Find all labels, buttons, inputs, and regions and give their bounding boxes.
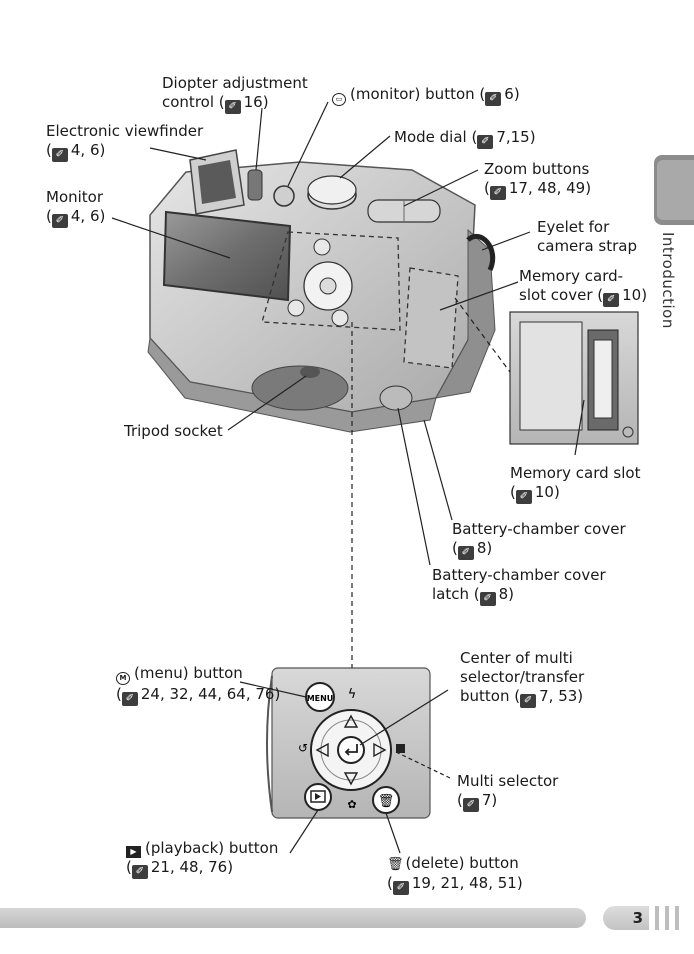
callout-dashes [351,297,511,668]
label-battery-latch: Battery-chamber cover latch (✐8) [432,566,606,606]
reference-page-icon: ✐ [121,692,138,706]
label-mode-dial: Mode dial (✐7,15) [394,128,536,149]
label-eyelet: Eyelet for camera strap [537,218,637,255]
svg-text:MENU: MENU [307,694,334,703]
label-electronic-viewfinder: Electronic viewfinder (✐4, 6) [46,122,204,162]
section-tab-label: Introduction [659,232,677,329]
label-tripod-socket: Tripod socket [124,422,223,440]
label-memory-card-slot: Memory card slot (✐10) [510,464,641,504]
svg-text:✿: ✿ [347,798,356,811]
reference-page-icon: ✐ [462,798,479,812]
svg-text:🗑: 🗑 [378,793,395,809]
leader-lines [111,101,585,854]
label-monitor-button: ▭(monitor) button (✐6) [332,85,520,106]
control-panel-detail: MENU 🗑 ϟ ↺ ✿ [266,667,431,819]
reference-page-icon: ✐ [224,100,241,114]
reference-page-icon: ✐ [457,546,474,560]
svg-text:↺: ↺ [298,741,308,755]
reference-page-icon: ✐ [477,135,494,149]
reference-page-icon: ✐ [603,293,620,307]
section-tab-highlight [657,160,694,220]
memory-card-slot-detail [509,311,639,445]
menu-icon: M [116,672,130,685]
reference-page-icon: ✐ [51,214,68,228]
reference-page-icon: ✐ [392,881,409,895]
label-playback-button: ▶(playback) button (✐21, 48, 76) [126,839,279,879]
trash-icon: 🗑 [387,857,404,872]
playback-icon: ▶ [126,846,141,858]
label-delete-button: 🗑(delete) button (✐19, 21, 48, 51) [387,854,523,895]
reference-page-icon: ✐ [515,490,532,504]
footer-bar [0,908,586,928]
reference-page-icon: ✐ [485,92,502,106]
reference-page-icon: ✐ [520,694,537,708]
label-memory-card-cover: Memory card- slot cover (✐10) [519,267,648,307]
footer-stripe [655,906,659,930]
label-battery-cover: Battery-chamber cover (✐8) [452,520,626,560]
label-monitor: Monitor (✐4, 6) [46,188,106,228]
reference-page-icon: ✐ [51,148,68,162]
label-center-multi-selector: Center of multi selector/transfer button… [460,649,585,708]
footer-stripe [665,906,669,930]
label-menu-button: M(menu) button (✐24, 32, 44, 64, 76) [116,664,281,706]
svg-text:ϟ: ϟ [348,687,357,702]
reference-page-icon: ✐ [489,186,506,200]
label-diopter: Diopter adjustment control (✐16) [162,74,308,114]
label-zoom-buttons: Zoom buttons (✐17, 48, 49) [484,160,592,200]
monitor-icon: ▭ [332,93,346,106]
page-number: 3 [603,906,649,930]
camera-body [147,149,496,433]
label-multi-selector: Multi selector (✐7) [457,772,559,812]
reference-page-icon: ✐ [479,592,496,606]
reference-page-icon: ✐ [131,865,148,879]
footer-stripe [675,906,679,930]
